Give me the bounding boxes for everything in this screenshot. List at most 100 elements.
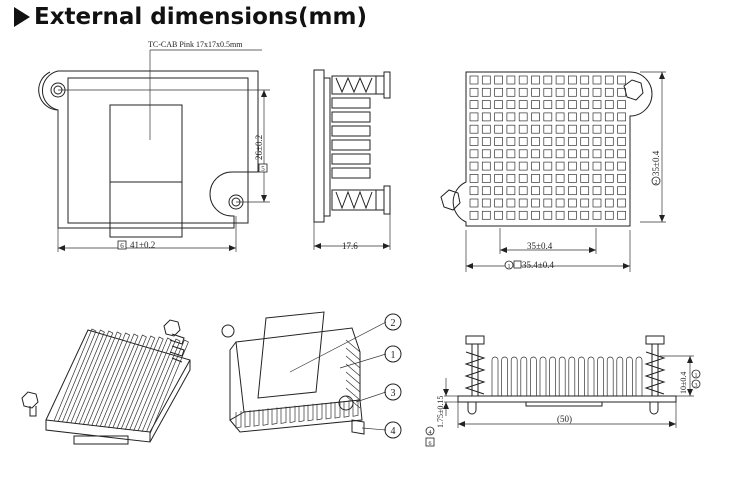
side-dim: 35±0.4 [651, 150, 661, 176]
pin-fin [604, 174, 614, 183]
fin-height-dim: 10±0.4 [679, 372, 688, 394]
side-fins [331, 97, 371, 179]
pin-fin [604, 186, 614, 196]
pin-fin [592, 198, 602, 208]
pin-fin [494, 100, 503, 109]
pin-fin [494, 124, 503, 134]
fin-edge [345, 363, 361, 377]
pin-fin [469, 174, 479, 183]
outer-width-ref: 1 [508, 264, 511, 270]
fin-edge [352, 399, 359, 417]
pin-fin [506, 75, 516, 85]
title-arrow-icon [14, 7, 30, 27]
pin-fin [531, 186, 540, 196]
pin-fin [543, 161, 553, 171]
pin-fin [518, 210, 528, 220]
pin-fin-grid [469, 75, 626, 220]
pin-fin [518, 174, 528, 183]
pin-fin [518, 124, 528, 134]
front-fin [635, 356, 643, 396]
pin-fin [469, 137, 479, 146]
pin-fin [469, 186, 479, 196]
pin-fin [543, 149, 553, 159]
pin-fin [568, 100, 577, 109]
pin-fin [580, 198, 590, 208]
pin-fin [469, 112, 479, 122]
pin-fin [568, 161, 577, 171]
height-ref: 5 [261, 165, 265, 173]
pin-fin [506, 87, 516, 97]
iso-fin [95, 333, 139, 428]
front-fin [587, 356, 595, 396]
front-view: (50) 1.75±0.15 4 6 10±0.4 1 3 [425, 335, 701, 447]
fin-ref-1: 1 [695, 373, 698, 379]
iso-fin [70, 330, 114, 425]
pin-fin [617, 137, 626, 146]
pin-fin [580, 87, 590, 97]
pin-fin [543, 137, 553, 146]
side-dim-ref: 2 [655, 180, 658, 186]
pin-fin [531, 100, 540, 109]
pin-fin [604, 161, 614, 171]
pin-fin [580, 210, 590, 220]
top-view-fins: 35±0.4 1 35.4±0.4 2 35±0.4 [440, 71, 666, 272]
width-ref: 6 [120, 242, 124, 250]
inner-width-dim: 35±0.4 [527, 241, 553, 251]
fin-edge [271, 407, 278, 425]
pin-fin [555, 161, 565, 171]
front-fin [626, 356, 633, 396]
pin-fin [555, 210, 565, 220]
pin-fin [531, 149, 540, 159]
pin-fin [469, 87, 479, 97]
pin-fin [617, 186, 626, 196]
thermal-pad [109, 104, 183, 238]
pin-fin [580, 100, 590, 109]
pin-fin [604, 210, 614, 220]
pin-fin [604, 100, 614, 109]
pin-fin [494, 149, 503, 159]
pin-fin [592, 124, 602, 134]
fin-edge [253, 409, 260, 427]
pin-fin [580, 137, 590, 146]
callout-2: 1 [391, 350, 396, 361]
fin-edge [345, 379, 361, 393]
pin-fin [518, 149, 528, 159]
pin-fin [518, 161, 528, 171]
iso-fin [62, 329, 105, 424]
pin-fin [617, 75, 626, 85]
pin-fin [481, 198, 491, 208]
iso-fin [146, 339, 189, 434]
pin-fin [469, 75, 479, 85]
pin-fin [481, 137, 491, 146]
pin-fin [604, 87, 614, 97]
fin-edge [235, 411, 242, 429]
fin-edge [298, 404, 305, 423]
iso-fin [137, 338, 181, 433]
iso-fin [104, 334, 147, 429]
iso-fin [120, 336, 164, 431]
pin-fin [580, 161, 590, 171]
front-fin [568, 356, 576, 396]
height-dim: 26±0.2 [254, 135, 264, 160]
pin-fin [469, 149, 479, 159]
pin-fin [604, 137, 614, 146]
pin-fin [555, 112, 565, 122]
front-fin [597, 356, 604, 396]
pin-fin [580, 112, 590, 122]
pin-fin [592, 174, 602, 183]
iso-fin [112, 335, 156, 430]
pin-fin [617, 210, 626, 220]
pin-fin [518, 87, 528, 97]
pin-fin [555, 174, 565, 183]
pin-fin [592, 149, 602, 159]
pin-fin [592, 87, 602, 97]
pin-fin [494, 112, 503, 122]
fin-edge [343, 400, 350, 418]
iso-fins [53, 328, 189, 434]
pin-fin [543, 100, 553, 109]
pin-fin [469, 100, 479, 109]
pin-fin [506, 100, 516, 109]
fin-edge [334, 401, 341, 419]
pin-fin [494, 210, 503, 220]
pad-callout: TC-CAB Pink 17x17x0.5mm [148, 40, 243, 49]
